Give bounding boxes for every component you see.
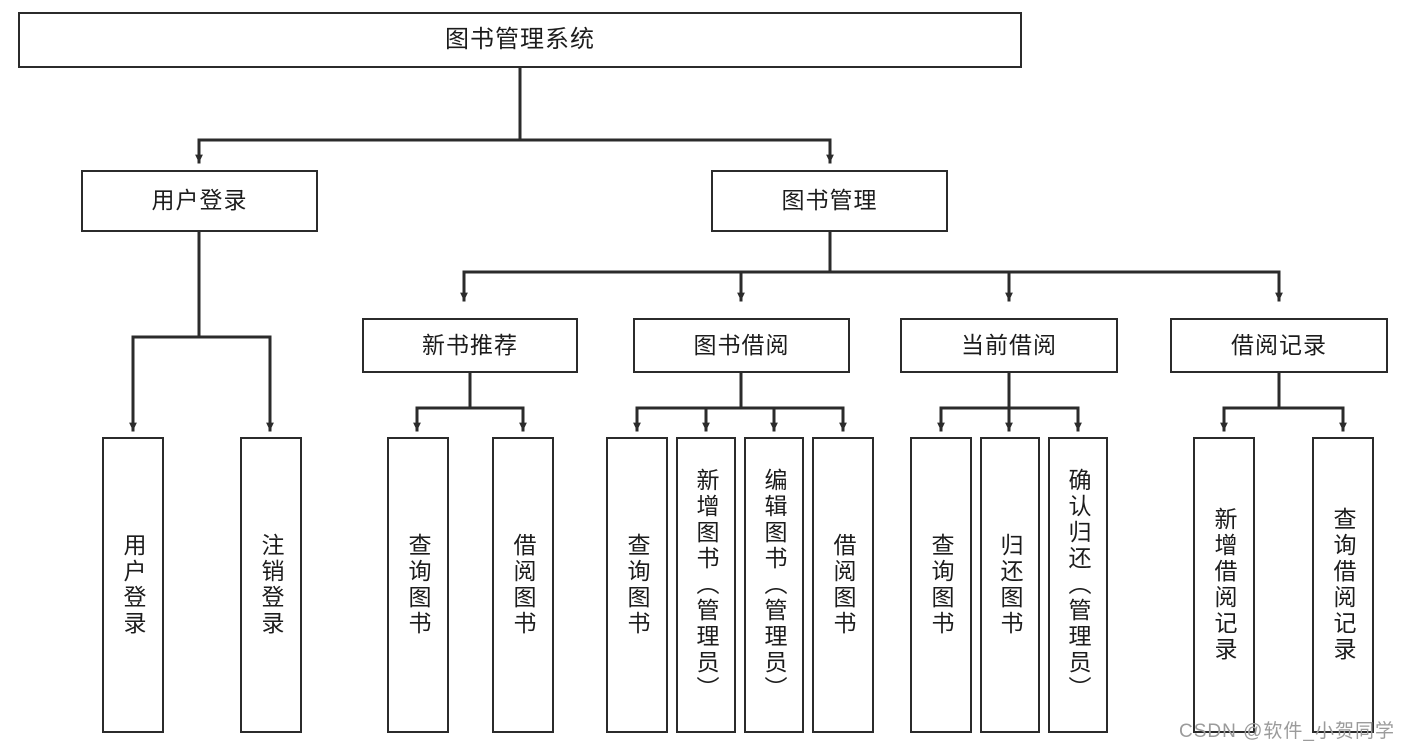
leaf-new-book-query-books[interactable]: 查询图书 [387, 437, 449, 733]
node-label: 注销登录 [258, 533, 285, 637]
node-label: 用户登录 [120, 533, 147, 637]
node-current-borrowing[interactable]: 当前借阅 [900, 318, 1118, 373]
node-label: 借阅图书 [830, 533, 857, 637]
node-label: 图书管理 [781, 187, 878, 214]
node-label: 查询图书 [928, 533, 955, 637]
leaf-current-borrow-confirm-return-admin[interactable]: 确认归还（管理员） [1048, 437, 1108, 733]
node-book-management[interactable]: 图书管理 [711, 170, 948, 232]
node-label: 查询图书 [405, 533, 432, 637]
node-label: 借阅记录 [1231, 331, 1327, 358]
node-label: 新书推荐 [422, 331, 518, 358]
node-label: 归还图书 [997, 533, 1024, 637]
leaf-borrow-record-query-record[interactable]: 查询借阅记录 [1312, 437, 1374, 733]
node-book-borrowing[interactable]: 图书借阅 [633, 318, 850, 373]
leaf-current-borrow-query-books[interactable]: 查询图书 [910, 437, 972, 733]
node-user-login[interactable]: 用户登录 [81, 170, 318, 232]
leaf-book-borrow-edit-book-admin[interactable]: 编辑图书（管理员） [744, 437, 804, 733]
node-root-book-management-system[interactable]: 图书管理系统 [18, 12, 1022, 68]
leaf-user-login-signout[interactable]: 注销登录 [240, 437, 302, 733]
node-label: 查询图书 [624, 533, 651, 637]
node-label: 当前借阅 [961, 331, 1057, 358]
leaf-user-login-signin[interactable]: 用户登录 [102, 437, 164, 733]
node-label: 图书借阅 [693, 331, 790, 358]
leaf-new-book-borrow-books[interactable]: 借阅图书 [492, 437, 554, 733]
leaf-borrow-record-add-record[interactable]: 新增借阅记录 [1193, 437, 1255, 733]
node-label: 新增借阅记录 [1211, 507, 1238, 663]
watermark-csdn: CSDN @软件_小贺同学 [1179, 721, 1395, 742]
node-label: 图书管理系统 [445, 25, 595, 53]
leaf-book-borrow-borrow-books[interactable]: 借阅图书 [812, 437, 874, 733]
node-label: 编辑图书（管理员） [761, 468, 788, 702]
node-borrow-records[interactable]: 借阅记录 [1170, 318, 1388, 373]
leaf-current-borrow-return-books[interactable]: 归还图书 [980, 437, 1040, 733]
leaf-book-borrow-add-book-admin[interactable]: 新增图书（管理员） [676, 437, 736, 733]
leaf-book-borrow-query-books[interactable]: 查询图书 [606, 437, 668, 733]
node-label: 用户登录 [151, 187, 248, 214]
node-label: 查询借阅记录 [1330, 507, 1357, 663]
node-label: 确认归还（管理员） [1065, 468, 1092, 702]
node-new-book-recommendation[interactable]: 新书推荐 [362, 318, 578, 373]
node-label: 新增图书（管理员） [693, 468, 720, 702]
node-label: 借阅图书 [510, 533, 537, 637]
